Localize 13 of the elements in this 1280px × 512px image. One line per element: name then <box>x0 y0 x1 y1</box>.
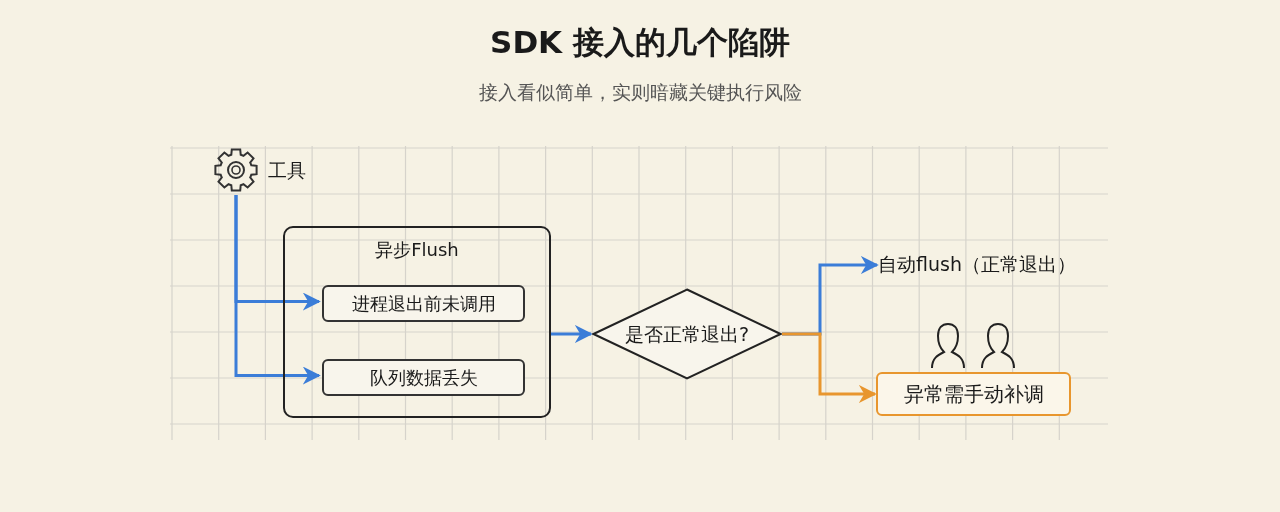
subtitle: 接入看似简单，实则暗藏关键执行风险 <box>477 80 803 105</box>
decision-text: 是否正常退出? <box>623 322 751 347</box>
title: SDK 接入的几个陷阱 <box>489 23 791 62</box>
tool-label: 工具 <box>268 158 306 183</box>
arrow <box>551 325 593 343</box>
group-box <box>283 226 551 418</box>
outcome-label: 自动flush（正常退出） <box>878 250 1106 280</box>
arrow <box>234 195 321 385</box>
group-heading: 异步Flush <box>374 238 460 262</box>
process-box: 进程退出前未调用 <box>322 285 525 322</box>
process-box: 队列数据丢失 <box>322 359 525 396</box>
alert-box: 异常需手动补调 <box>876 372 1071 416</box>
arrow <box>782 332 877 403</box>
